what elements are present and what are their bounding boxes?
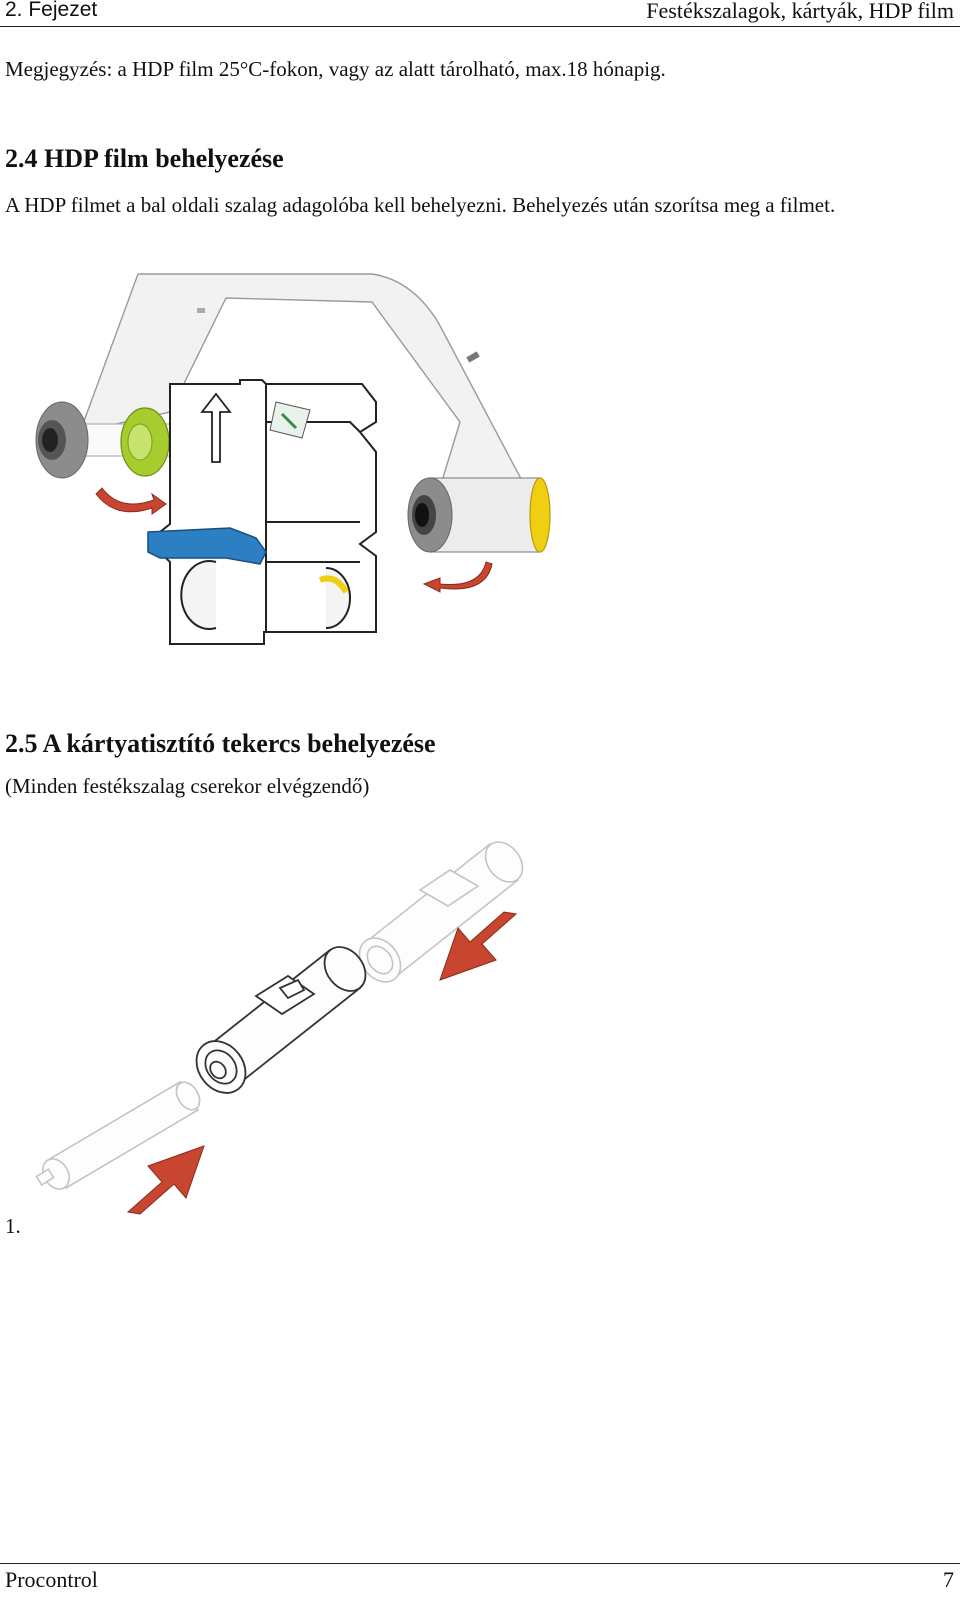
cleaning-roller-figure xyxy=(35,841,524,1215)
section-heading-2-4: 2.4 HDP film behelyezése xyxy=(5,144,284,173)
step-number: 1. xyxy=(5,1214,21,1238)
page-number: 7 xyxy=(943,1567,954,1592)
cleaning-roller-sleeve xyxy=(358,841,524,983)
section-subtitle-2-5: (Minden festékszalag cserekor elvégzendő… xyxy=(5,774,370,798)
rotation-arrow-left-icon xyxy=(95,487,167,515)
up-arrow-icon xyxy=(200,392,232,463)
storage-note: Megjegyzés: a HDP film 25°C-fokon, vagy … xyxy=(5,57,666,81)
section-heading-2-5: 2.5 A kártyatisztító tekercs behelyezése xyxy=(5,729,436,758)
footer-company: Procontrol xyxy=(5,1567,98,1592)
header-title: Festékszalagok, kártyák, HDP film xyxy=(646,0,954,23)
insert-arrow-bottom-icon xyxy=(126,1145,205,1215)
insert-arrow-top-icon xyxy=(439,911,518,981)
chapter-label: 2. Fejezet xyxy=(5,0,98,21)
cleaning-roller-shaft xyxy=(35,1080,201,1190)
blue-latch xyxy=(147,527,267,565)
right-takeup-spool xyxy=(407,477,551,553)
hdp-film-cassette-figure xyxy=(35,273,551,645)
hdp-film-band xyxy=(78,273,529,550)
rotation-arrow-right-icon xyxy=(422,561,493,593)
footer-divider xyxy=(0,1563,960,1564)
section-paragraph-2-4: A HDP filmet a bal oldali szalag adagoló… xyxy=(5,193,836,217)
cleaning-roller-core xyxy=(195,946,367,1094)
header-divider xyxy=(0,26,960,27)
